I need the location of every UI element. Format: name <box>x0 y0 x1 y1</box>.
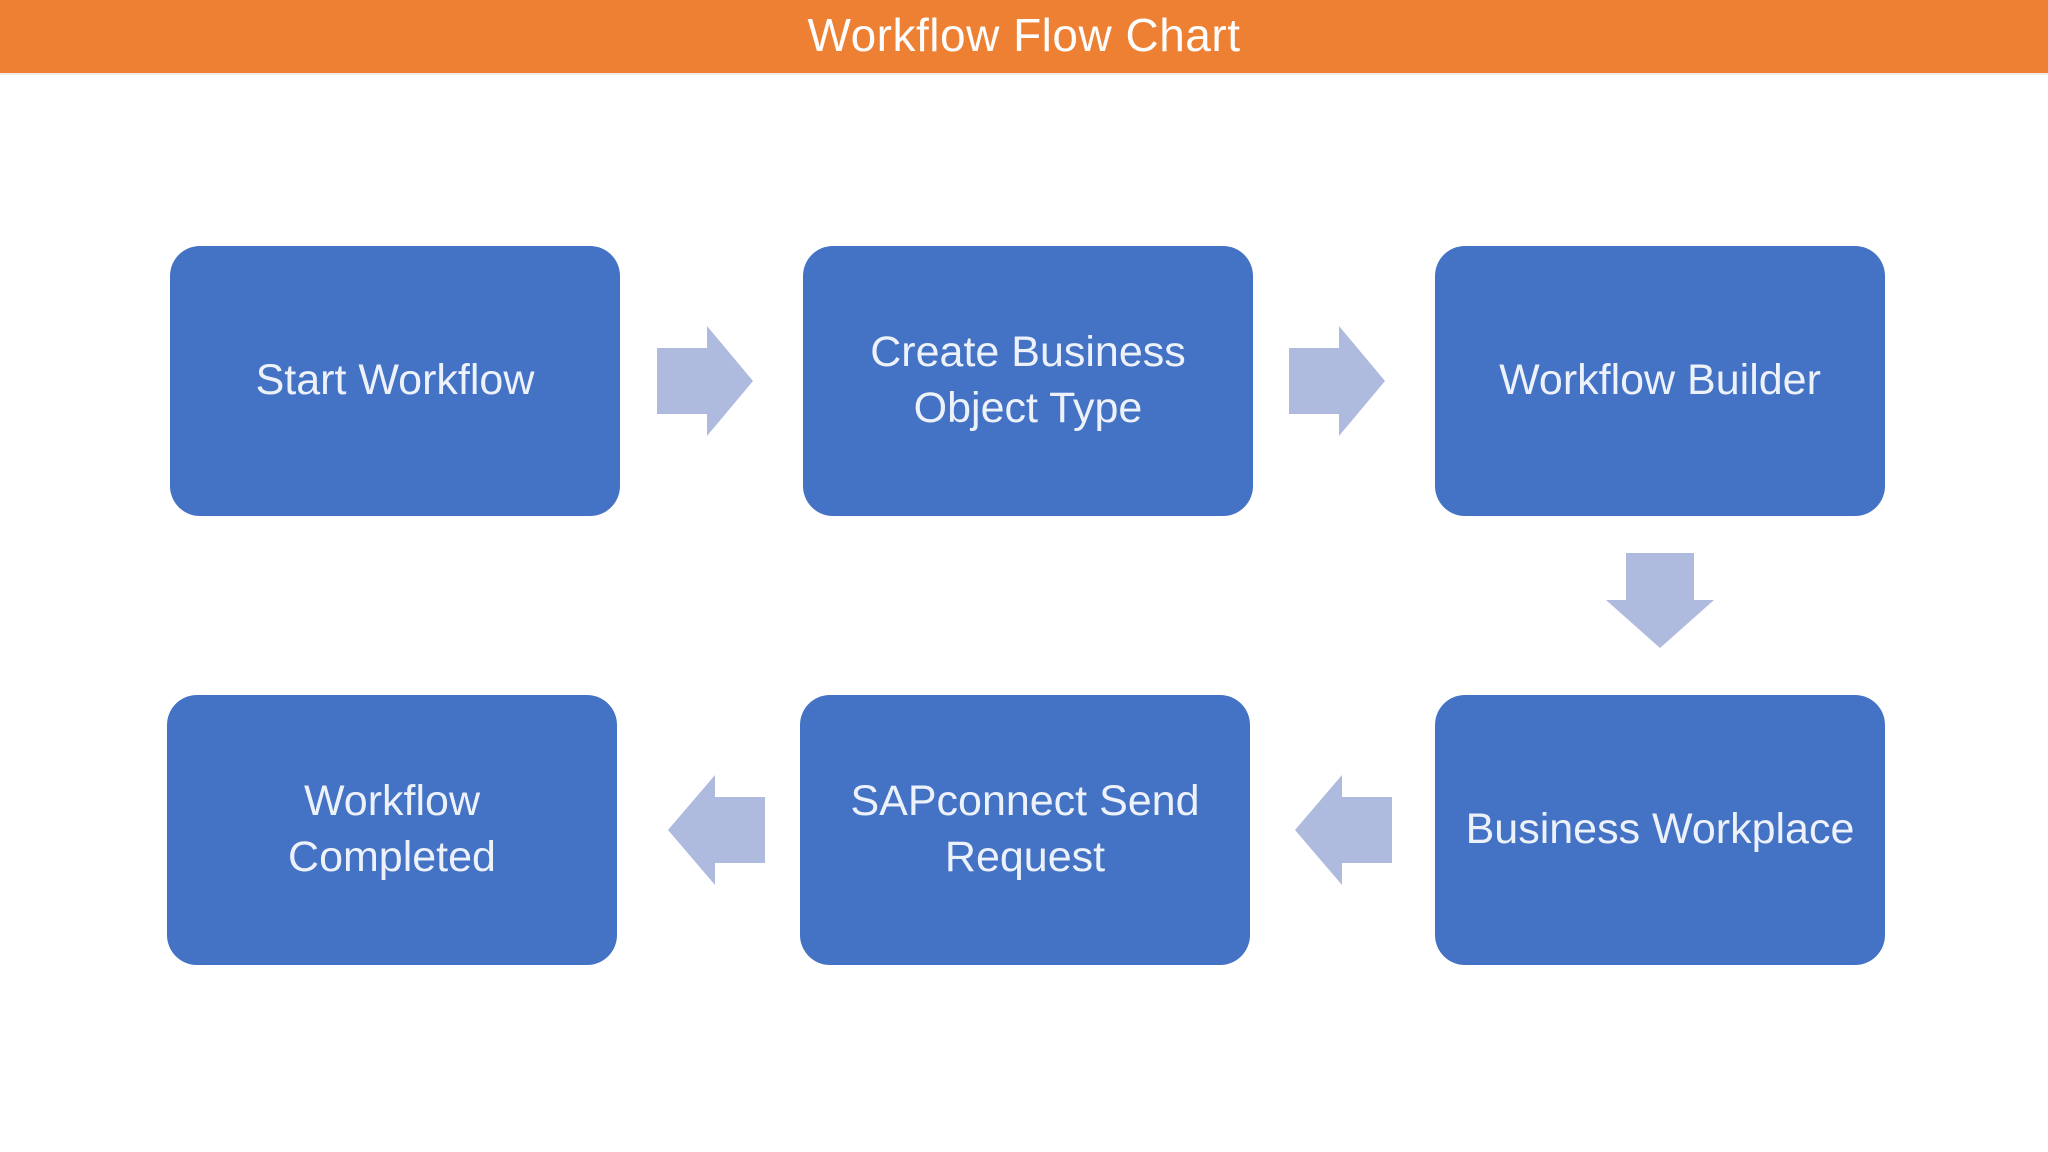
flow-node-label: Workflow Completed <box>288 777 496 881</box>
right-arrow-shape <box>1289 326 1385 436</box>
flow-node-label: Start Workflow <box>255 356 535 405</box>
right-arrow-icon <box>657 326 753 436</box>
down-arrow-icon <box>1606 553 1714 648</box>
flow-node-business-workplace: Business Workplace <box>1435 695 1885 965</box>
header-bar: Workflow Flow Chart <box>0 0 2048 75</box>
right-arrow-icon <box>1289 326 1385 436</box>
flow-node-label: Create Business Object Type <box>870 328 1186 432</box>
flow-node-label: Workflow Builder <box>1499 356 1821 405</box>
flow-node-create-business-object-type: Create Business Object Type <box>803 246 1253 516</box>
left-arrow-icon <box>1295 775 1392 885</box>
left-arrow-shape <box>1295 775 1392 885</box>
flow-node-workflow-completed: Workflow Completed <box>167 695 617 965</box>
right-arrow-shape <box>657 326 753 436</box>
flow-node-label: SAPconnect Send Request <box>850 777 1200 881</box>
left-arrow-shape <box>668 775 765 885</box>
flow-node-label: Business Workplace <box>1465 805 1855 854</box>
page-title: Workflow Flow Chart <box>807 8 1241 61</box>
down-arrow-shape <box>1606 553 1714 648</box>
flow-node-workflow-builder: Workflow Builder <box>1435 246 1885 516</box>
left-arrow-icon <box>668 775 765 885</box>
flow-node-sapconnect-send-request: SAPconnect Send Request <box>800 695 1250 965</box>
flow-node-start-workflow: Start Workflow <box>170 246 620 516</box>
